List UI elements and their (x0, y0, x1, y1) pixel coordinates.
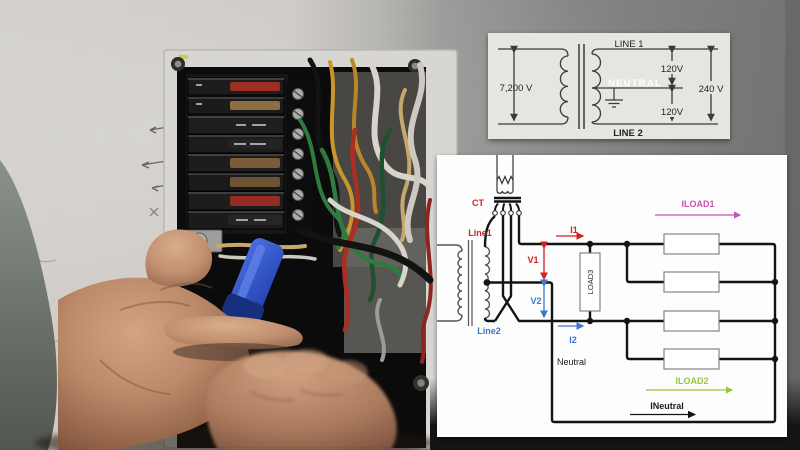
breaker-column (185, 74, 312, 253)
line1-wire (517, 215, 664, 246)
foreground-object (0, 160, 57, 450)
load2-box (663, 271, 720, 293)
line2-label: LINE 2 (613, 128, 643, 139)
line2-wire (591, 121, 718, 125)
service-transformer (437, 240, 491, 326)
ct-symbol (496, 155, 514, 194)
breaker-label-specks (196, 84, 266, 221)
ct-core (494, 196, 521, 203)
i1-label: I1 (570, 225, 578, 235)
ct-label: CT (472, 198, 484, 208)
ground-symbol (605, 88, 623, 108)
line1-label: Line1 (468, 228, 492, 238)
line1-label: LINE 1 (614, 39, 643, 50)
ineutral-label: INeutral (650, 401, 684, 411)
transformer-core (578, 44, 585, 129)
ct-burden-resistor (496, 174, 514, 186)
right-hand (206, 349, 397, 450)
terminal-screw-strip (286, 82, 312, 234)
load3-label: LOAD3 (586, 270, 595, 295)
load2-branch (625, 244, 664, 284)
ct-coil (496, 190, 514, 194)
load1-box (663, 233, 720, 255)
neutral-label: NEUTRAL (608, 78, 662, 89)
load4-box (663, 348, 720, 370)
junction-dots (483, 240, 779, 363)
transformer-schematic (498, 44, 718, 129)
neutral-wire (487, 242, 777, 424)
iload2-label: ILOAD2 (675, 376, 708, 386)
iload1-label: ILOAD1 (681, 199, 714, 209)
circuit-wires (483, 215, 777, 424)
wire-stripper-tool (222, 238, 284, 331)
ct-metering-circuit-diagram: LOAD3 CT Line1 Line2 V1 V2 I1 I2 (437, 155, 787, 437)
line1-riser (483, 215, 496, 248)
i2-label: I2 (569, 335, 577, 345)
v120-bottom-label: 120V (661, 107, 684, 118)
primary-coil (457, 250, 463, 316)
v120-top-label: 120V (661, 64, 684, 75)
load3-vertical-box (579, 252, 601, 312)
wall-corner-shadow (785, 0, 800, 450)
ct-terminals (492, 210, 522, 216)
line2-label: Line2 (477, 326, 501, 336)
breaker-handles (228, 82, 282, 225)
load-resistors (579, 233, 720, 370)
transformer-voltage-diagram: LINE 1 7,200 V NEUTRAL 120V 120V 240 V L… (488, 33, 730, 139)
line2-stub (483, 317, 495, 323)
line1-wire (591, 48, 718, 55)
line2-cross-a (493, 215, 513, 322)
v2-label: V2 (530, 296, 541, 306)
neutral-label: Neutral (557, 357, 586, 367)
load-return-wires (719, 280, 775, 361)
transformer-core (467, 240, 473, 326)
v240-label: 240 V (699, 84, 724, 95)
ct-lead-curves (494, 202, 520, 211)
frame-screws (171, 55, 429, 391)
load4-branch (625, 321, 664, 361)
v1-label: V1 (527, 255, 538, 265)
panel-wires (216, 57, 435, 364)
primary-voltage-label: 7,200 V (500, 83, 533, 94)
load3-box (663, 310, 720, 332)
primary-coil (559, 55, 569, 118)
